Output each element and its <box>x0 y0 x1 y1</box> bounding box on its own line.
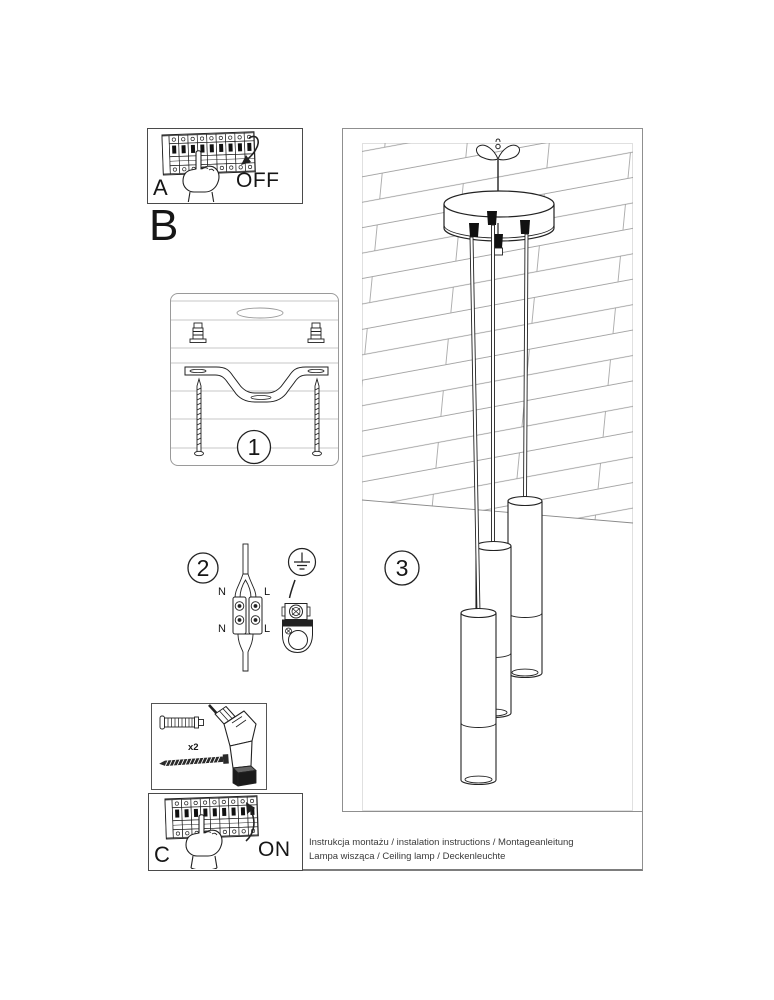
section-c-power-on-box: C ON <box>148 793 303 871</box>
step-1-badge: 1 <box>236 429 272 465</box>
ground-wire <box>288 579 296 599</box>
footer-line-1: Instrukcja montażu / instalation instruc… <box>309 837 574 848</box>
section-c-label: C <box>154 842 170 867</box>
svg-text:1: 1 <box>248 434 261 460</box>
n-label-bottom: N <box>218 623 226 635</box>
footer-line-2: Lampa wisząca / Ceiling lamp / Deckenleu… <box>309 851 506 862</box>
footer-strip: Instrukcja montażu / instalation instruc… <box>303 812 643 871</box>
l-label-bottom: L <box>264 623 270 635</box>
step-3-badge: 3 <box>384 550 420 586</box>
step-2-badge: 2 <box>187 552 219 584</box>
pendant-cylinder <box>507 495 543 679</box>
svg-text:2: 2 <box>197 555 210 581</box>
off-label: OFF <box>236 169 280 192</box>
on-label: ON <box>258 838 291 861</box>
ground-clamp-icon <box>281 603 313 654</box>
power-cable-icon <box>234 543 257 672</box>
section-a-power-off-box: A OFF <box>147 128 303 204</box>
mounting-bracket-icon <box>184 366 329 403</box>
svg-text:3: 3 <box>396 555 409 581</box>
mounting-screw-icon <box>194 377 322 457</box>
mounting-screw-icon <box>159 754 229 767</box>
on-arrow-icon <box>245 802 255 842</box>
ceiling-outlet <box>236 307 284 319</box>
quantity-note: x2 <box>188 742 199 753</box>
ceiling-lines <box>171 300 338 449</box>
earth-ground-icon <box>287 547 317 577</box>
step-3-lamp-overview-panel: 3 <box>342 128 643 812</box>
step-2-wiring-panel: 2 N L N L <box>175 540 325 675</box>
cord-grips <box>469 211 530 256</box>
cordless-drill-icon <box>208 704 257 787</box>
l-label-top: L <box>264 586 270 598</box>
canopy <box>443 190 555 242</box>
section-a-label: A <box>153 175 168 200</box>
pendant-cylinder <box>460 607 497 786</box>
off-arrow-icon <box>241 135 259 165</box>
wall-plug-icon <box>189 322 325 343</box>
n-label-top: N <box>218 586 226 598</box>
wall-plug-icon <box>159 715 204 730</box>
ceiling-hook-icon <box>476 138 520 161</box>
tools-box: x2 <box>151 703 267 790</box>
section-b-label: B <box>149 201 179 250</box>
terminal-block-icon <box>232 596 263 635</box>
step-1-bracket-mounting-panel: 1 <box>170 293 339 466</box>
